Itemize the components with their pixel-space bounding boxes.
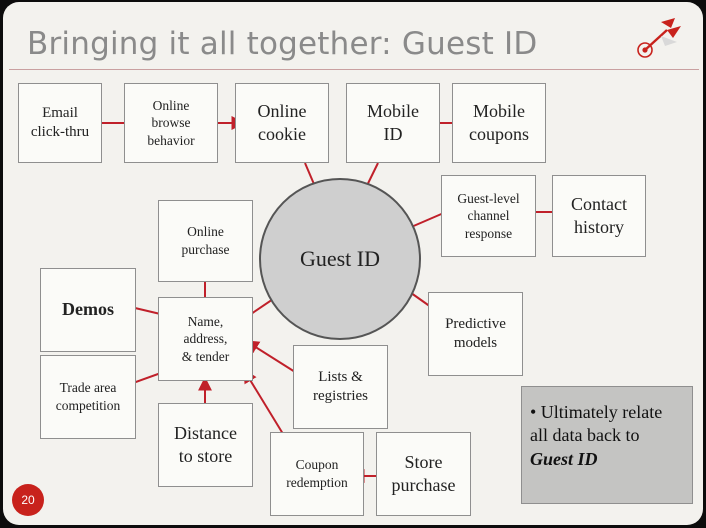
guest-id-circle: Guest ID (259, 178, 421, 340)
contact-history-box: Contact history (552, 175, 646, 257)
lists-registries-box: Lists & registries (293, 345, 388, 429)
distance-to-store-box: Distance to store (158, 403, 253, 487)
online-purchase-box: Online purchase (158, 200, 253, 282)
summary-emphasis: Guest ID (530, 448, 598, 469)
trade-area-competition-box: Trade area competition (40, 355, 136, 439)
mobile-id-box: Mobile ID (346, 83, 440, 163)
store-purchase-box: Store purchase (376, 432, 471, 516)
predictive-models-box: Predictive models (428, 292, 523, 376)
email-click-thru-box: Email click-thru (18, 83, 102, 163)
online-browse-behavior-box: Online browse behavior (124, 83, 218, 163)
coupon-redemption-box: Coupon redemption (270, 432, 364, 516)
online-cookie-box: Online cookie (235, 83, 329, 163)
dart-target-logo-icon (637, 18, 681, 58)
guest-level-channel-response-box: Guest-level channel response (441, 175, 536, 257)
name-address-tender-box: Name, address, & tender (158, 297, 253, 381)
summary-text: • Ultimately relate all data back to (530, 402, 663, 446)
title-divider (9, 69, 699, 70)
slide-title: Bringing it all together: Guest ID (27, 26, 538, 62)
demos-box: Demos (40, 268, 136, 352)
mobile-coupons-box: Mobile coupons (452, 83, 546, 163)
slide-number-badge: 20 (12, 484, 44, 516)
summary-callout: • Ultimately relate all data back to Gue… (521, 386, 693, 504)
